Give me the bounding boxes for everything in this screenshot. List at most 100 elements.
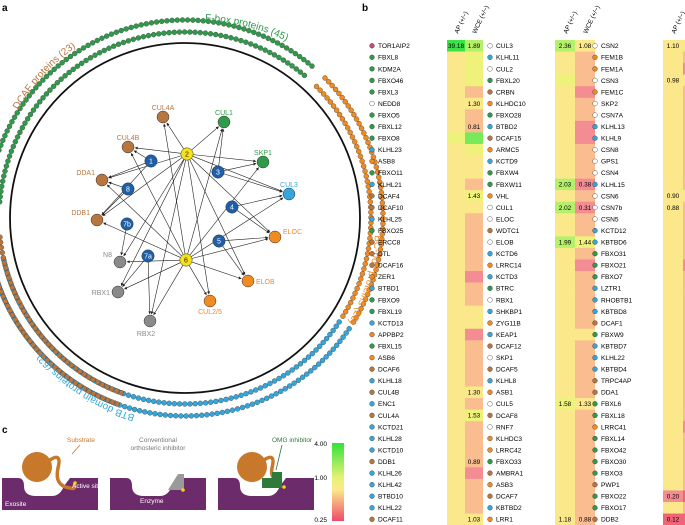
heatmap-cell-wce: [465, 444, 483, 457]
ring-dot-fbox: [33, 103, 40, 109]
row-label: CUL4A: [378, 413, 400, 420]
row-label: ARMC5: [496, 147, 519, 154]
heatmap-cell-ap: [555, 132, 575, 145]
row-label: FBXO5: [378, 112, 400, 119]
ring-dot-fbox: [89, 40, 96, 46]
row-label: LRR1: [496, 517, 513, 524]
row-label: KBTBD8: [601, 309, 627, 316]
heatmap-cell-ap: [663, 513, 683, 525]
ring-dot-bcbox: [368, 209, 374, 215]
ring-dot-dcaf: [0, 239, 4, 246]
ring-dot-btb: [228, 395, 234, 401]
ring-dot-fbox: [2, 133, 8, 139]
node-rbx2: [143, 314, 157, 328]
heatmap-cell-wce: [465, 386, 483, 399]
row-label: DCAF11: [378, 517, 403, 524]
ring-dot-dcaf: [60, 371, 66, 377]
row-family-dot: [487, 285, 493, 291]
row-label: FBXO28: [496, 112, 522, 119]
heatmap-cell-wce: [683, 363, 685, 376]
network-edge: [189, 159, 246, 275]
row-label: CSN3: [601, 78, 619, 85]
heatmap-cell-ap: [447, 363, 465, 376]
ring-dot-fbox: [187, 29, 193, 35]
heatmap-cell-wce: [465, 155, 483, 168]
heatmap-cell-wce: [465, 467, 483, 480]
ring-dot-btb: [142, 409, 148, 415]
row-label: DCAF15: [496, 136, 522, 143]
hub-label: 2: [185, 151, 189, 158]
row-label: TOR1AIP2: [378, 43, 410, 50]
ring-dot-bcbox: [340, 313, 346, 319]
network-edge: [187, 128, 223, 255]
ring-dot-btb: [301, 357, 308, 364]
network-edge: [108, 155, 182, 179]
ring-dot-dcaf: [42, 337, 48, 344]
ring-dot-btb: [224, 408, 231, 415]
ring-dot-fbox: [54, 80, 60, 86]
heatmap-cell-ap: [663, 155, 683, 168]
ring-dot-fbox: [5, 158, 11, 164]
network-edge: [126, 259, 181, 264]
ring-dot-dcaf: [0, 293, 6, 300]
heatmap-cell-ap: [663, 40, 683, 52]
row-label: CUL3: [496, 43, 513, 50]
heatmap-cell-wce: [465, 201, 483, 214]
network-nodes: CUL4ACUL1CUL4BSKP1DDA1DDB1CUL3N8ELOCRBX1…: [71, 105, 302, 338]
hub-8: [121, 182, 135, 196]
ring-dot-dcaf: [81, 371, 87, 377]
heatmap-cell-ap: [663, 63, 683, 75]
ring-dot-bcbox: [336, 111, 343, 118]
node-ddb1: [90, 213, 104, 227]
ring-dot-bcbox: [379, 236, 385, 242]
ring-dot-btb: [244, 403, 251, 409]
ring-dot-btb: [330, 327, 336, 334]
ring-dot-btb: [161, 400, 167, 406]
heatmap-cell-ap: [555, 386, 575, 399]
heatmap-cell-wce: [683, 190, 685, 202]
heatmap-cell-wce: [683, 432, 685, 445]
heatmap-cell-wce: [683, 351, 685, 364]
row-label: SHKBP1: [496, 309, 522, 316]
row-label: BTBD2: [496, 124, 518, 131]
heatmap-cell-wce: [465, 328, 483, 341]
row-family-dot: [592, 424, 598, 430]
ring-dot-btb: [234, 406, 241, 412]
row-family-dot: [487, 262, 493, 268]
ring-dot-btb: [167, 412, 174, 419]
heatmap-cell-wce: [575, 398, 595, 410]
row-family-dot: [487, 320, 493, 326]
row-family-dot: [592, 112, 598, 118]
ring-dot-fbox: [63, 56, 69, 63]
row-family-dot: [487, 147, 493, 153]
row-family-dot: [487, 181, 493, 187]
ring-dot-fbox: [0, 193, 3, 200]
ring-dot-fbox: [33, 85, 39, 91]
ring-dot-fbox: [145, 32, 152, 39]
ring-dot-dcaf: [72, 380, 79, 386]
ring-dot-fbox: [241, 26, 247, 32]
ring-dot-bcbox: [332, 86, 339, 93]
row-label: FBXO31: [601, 251, 627, 258]
ring-dot-dcaf: [104, 397, 111, 403]
ring-dot-fbox: [213, 31, 219, 38]
ring-dot-fbox: [190, 17, 196, 23]
ring-dot-btb: [327, 350, 333, 356]
ring-dot-fbox: [179, 17, 186, 23]
row-label: CSN7b: [601, 205, 623, 212]
heatmap-cell-ap: [663, 398, 683, 410]
ring-dot-btb: [308, 368, 314, 374]
ring-dot-fbox: [0, 147, 2, 153]
network-edge: [103, 222, 181, 258]
heatmap-cell-wce: [683, 444, 685, 457]
heatmap-cell-wce: [683, 63, 685, 75]
heatmap-cell-wce: [575, 247, 595, 260]
ring-dot-fbox: [11, 114, 18, 120]
ring-dot-bcbox: [358, 125, 365, 131]
ring-dot-bcbox: [345, 304, 351, 310]
hub-label: 8: [126, 186, 130, 193]
heatmap-cell-ap: [555, 120, 575, 133]
ring-dot-fbox: [246, 27, 252, 34]
row-family-dot: [592, 239, 598, 245]
